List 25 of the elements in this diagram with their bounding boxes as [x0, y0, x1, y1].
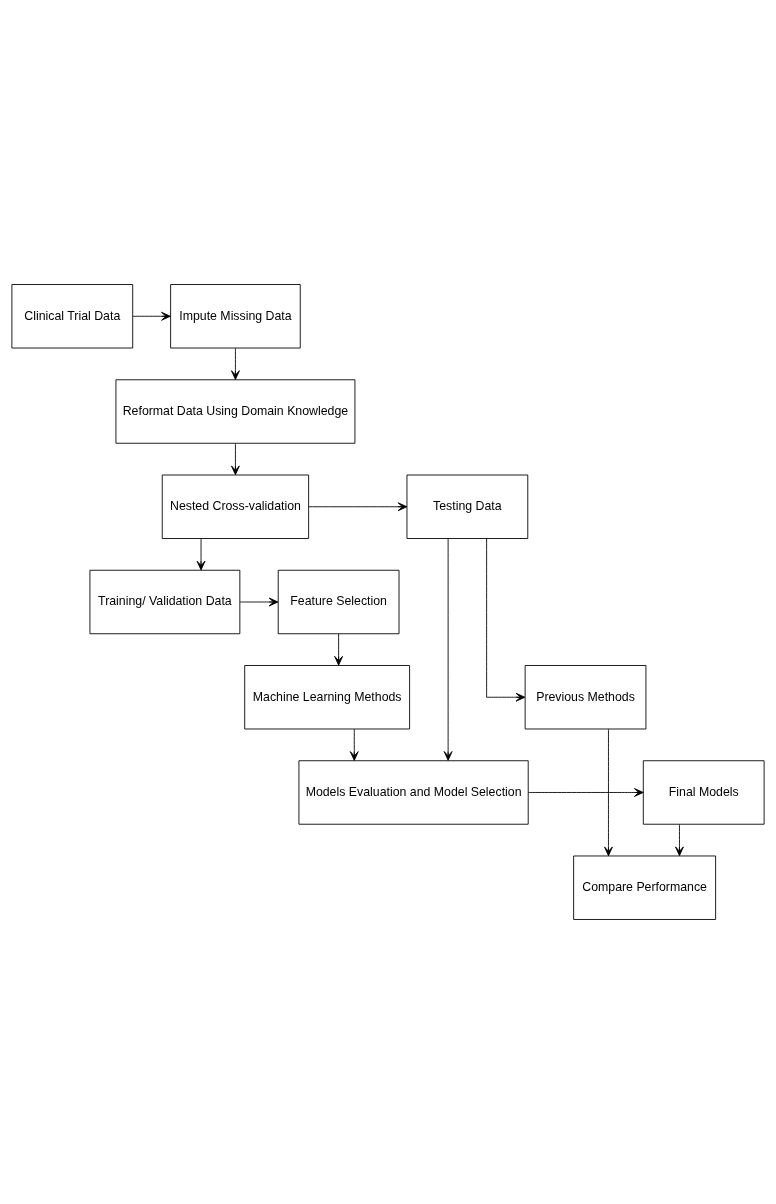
- arrow: [349, 728, 359, 761]
- arrow: [486, 538, 526, 702]
- node-box: Reformat Data Using Domain Knowledge: [115, 379, 356, 444]
- node-box: Feature Selection: [277, 569, 400, 635]
- arrow: [239, 597, 279, 607]
- arrow: [308, 502, 408, 512]
- arrow: [604, 728, 613, 857]
- node-box: Models Evaluation and Model Selection: [298, 760, 529, 825]
- node-box: Previous Methods: [524, 665, 647, 730]
- node-box: Testing Data: [406, 474, 529, 539]
- node-box: Nested Cross-validation: [161, 474, 310, 539]
- arrow: [334, 633, 343, 666]
- arrow: [675, 824, 684, 857]
- node-box: Training/ Validation Data: [89, 569, 241, 635]
- node-box: Clinical Trial Data: [11, 284, 134, 349]
- arrow: [527, 788, 644, 797]
- node-box: Machine Learning Methods: [244, 665, 411, 730]
- node-box: Impute Missing Data: [170, 284, 301, 349]
- arrow: [231, 443, 240, 476]
- arrow: [443, 538, 453, 761]
- node-box: Compare Performance: [573, 855, 717, 920]
- arrow: [231, 347, 240, 380]
- arrow: [196, 538, 206, 571]
- node-box: Final Models: [642, 760, 765, 825]
- arrow: [132, 311, 171, 321]
